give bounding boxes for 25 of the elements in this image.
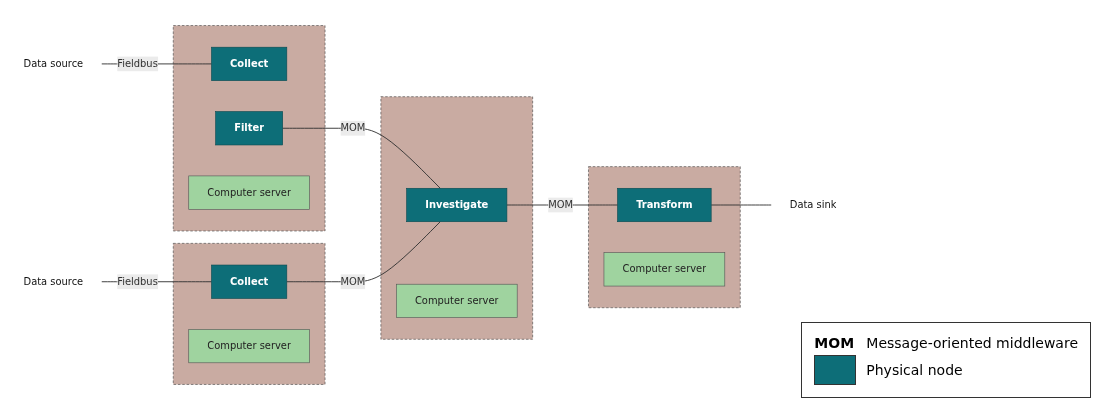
node-text: Data source (23, 57, 84, 70)
node-box: Transform (617, 188, 712, 222)
node-box: Filter (215, 111, 283, 146)
node-box: Computer server (188, 175, 310, 210)
edge-label: MOM (340, 275, 366, 288)
cluster (588, 166, 741, 309)
node-box: Computer server (396, 283, 518, 318)
cluster (380, 96, 533, 340)
node-text: Data sink (789, 198, 837, 211)
node-box: Collect (211, 264, 288, 299)
node-box: Computer server (188, 329, 310, 364)
node-text: Data source (23, 275, 84, 288)
legend-abbreviation: MOM (814, 335, 856, 351)
edge-label: MOM (548, 198, 574, 211)
edge-label: MOM (340, 122, 366, 134)
connector (710, 204, 772, 206)
cluster (172, 243, 326, 385)
edge-label: Fieldbus (117, 57, 158, 70)
node-box: Computer server (603, 252, 726, 287)
node-box: Investigate (406, 188, 508, 222)
edge-label: Fieldbus (117, 275, 158, 288)
legend-text: Message-oriented middleware (866, 335, 1078, 351)
cluster (172, 25, 326, 232)
legend-text: Physical node (866, 362, 963, 378)
node-box: Collect (211, 46, 288, 81)
